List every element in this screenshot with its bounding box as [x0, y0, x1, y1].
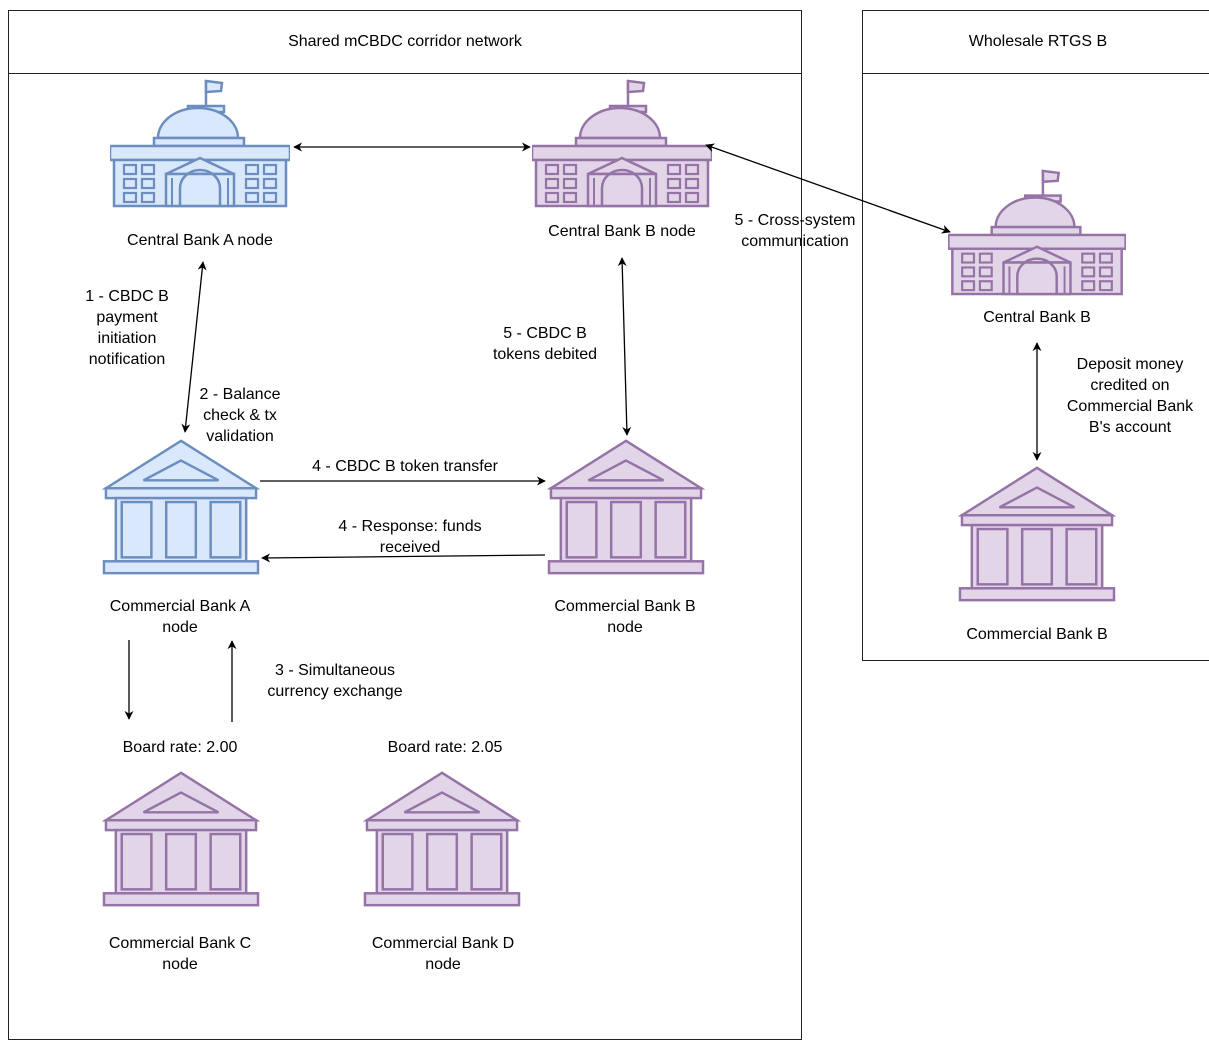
commercial-bank-d-label: Commercial Bank D node [343, 933, 543, 975]
commercial-bank-b-node-label-line1: Commercial Bank B [554, 598, 696, 615]
step-2-line: 2 - Balance [199, 386, 281, 403]
commercial-bank-c-label-line2: node [162, 956, 198, 973]
step-3-line: 3 - Simultaneous [274, 662, 396, 679]
step-1-line: initiation [97, 330, 157, 347]
commercial-bank-c-label: Commercial Bank C node [80, 933, 280, 975]
commercial-bank-c-label-line1: Commercial Bank C [108, 935, 252, 952]
step-5-cross-line: communication [741, 233, 849, 250]
board-rate-c: Board rate: 2.00 [122, 739, 238, 756]
step-1-line: 1 - CBDC B [85, 288, 169, 305]
rtgs-panel: Wholesale RTGS B [862, 10, 1209, 661]
step-4-transfer-label: 4 - CBDC B token transfer [312, 458, 498, 475]
commercial-bank-b-node-label-line2: node [607, 619, 643, 636]
commercial-bank-d-label-line2: node [425, 956, 461, 973]
step-5-debit-label: 5 - CBDC B tokens debited [460, 323, 630, 365]
rtgs-title: Wholesale RTGS B [863, 11, 1209, 74]
commercial-bank-b-node-icon [547, 439, 705, 575]
central-bank-b-node-label: Central Bank B node [548, 223, 696, 240]
cb-a-comm-a-arrow [181, 261, 207, 433]
commercial-bank-b-node-label: Commercial Bank B node [525, 596, 725, 638]
step-5-cross-label: 5 - Cross-system communication [710, 210, 880, 252]
deposit-line: B's account [1088, 419, 1172, 436]
commercial-bank-a-label: Commercial Bank A node [80, 596, 280, 638]
step-5-debit-line: tokens debited [492, 346, 598, 363]
commercial-bank-a-icon [102, 439, 260, 575]
deposit-label: Deposit money credited on Commercial Ban… [1050, 354, 1209, 438]
central-bank-a-label: Central Bank A node [127, 232, 273, 249]
central-bank-a-icon [110, 78, 290, 208]
cross-system-arrow [705, 143, 951, 234]
commercial-bank-c-icon [102, 771, 260, 907]
commercial-bank-d-icon [363, 771, 521, 907]
deposit-line: credited on [1090, 377, 1170, 394]
step-5-debit-line: 5 - CBDC B [503, 325, 587, 342]
step-1-label: 1 - CBDC B payment initiation notificati… [52, 286, 202, 370]
central-bank-b-label: Central Bank B [983, 309, 1091, 326]
step-3-label: 3 - Simultaneous currency exchange [240, 660, 430, 702]
step-1-line: payment [96, 309, 158, 326]
deposit-line: Deposit money [1076, 356, 1184, 373]
deposit-line: Commercial Bank [1066, 398, 1194, 415]
commercial-bank-b-icon [958, 466, 1116, 602]
corridor-network-title: Shared mCBDC corridor network [9, 11, 801, 74]
step-4-response-line: 4 - Response: funds [338, 518, 482, 535]
board-rate-d: Board rate: 2.05 [387, 739, 503, 756]
commercial-bank-a-label-line2: node [162, 619, 198, 636]
step-2-line: check & tx [203, 407, 277, 424]
cb-b-comm-b-arrow [617, 257, 632, 436]
central-bank-b-node-icon [532, 78, 712, 208]
commercial-bank-a-label-line1: Commercial Bank A [109, 598, 251, 615]
step-1-line: notification [88, 351, 166, 368]
central-bank-b-icon [948, 168, 1126, 296]
response-arrow [261, 553, 546, 563]
commercial-bank-b-label: Commercial Bank B [966, 626, 1108, 643]
step-4-response-label: 4 - Response: funds received [300, 516, 520, 558]
step-5-cross-line: 5 - Cross-system [734, 212, 856, 229]
step-4-response-line: received [379, 539, 441, 556]
commercial-bank-d-label-line1: Commercial Bank D [371, 935, 515, 952]
step-2-label: 2 - Balance check & tx validation [175, 384, 305, 447]
step-3-line: currency exchange [267, 683, 403, 700]
step-2-line: validation [206, 428, 274, 445]
